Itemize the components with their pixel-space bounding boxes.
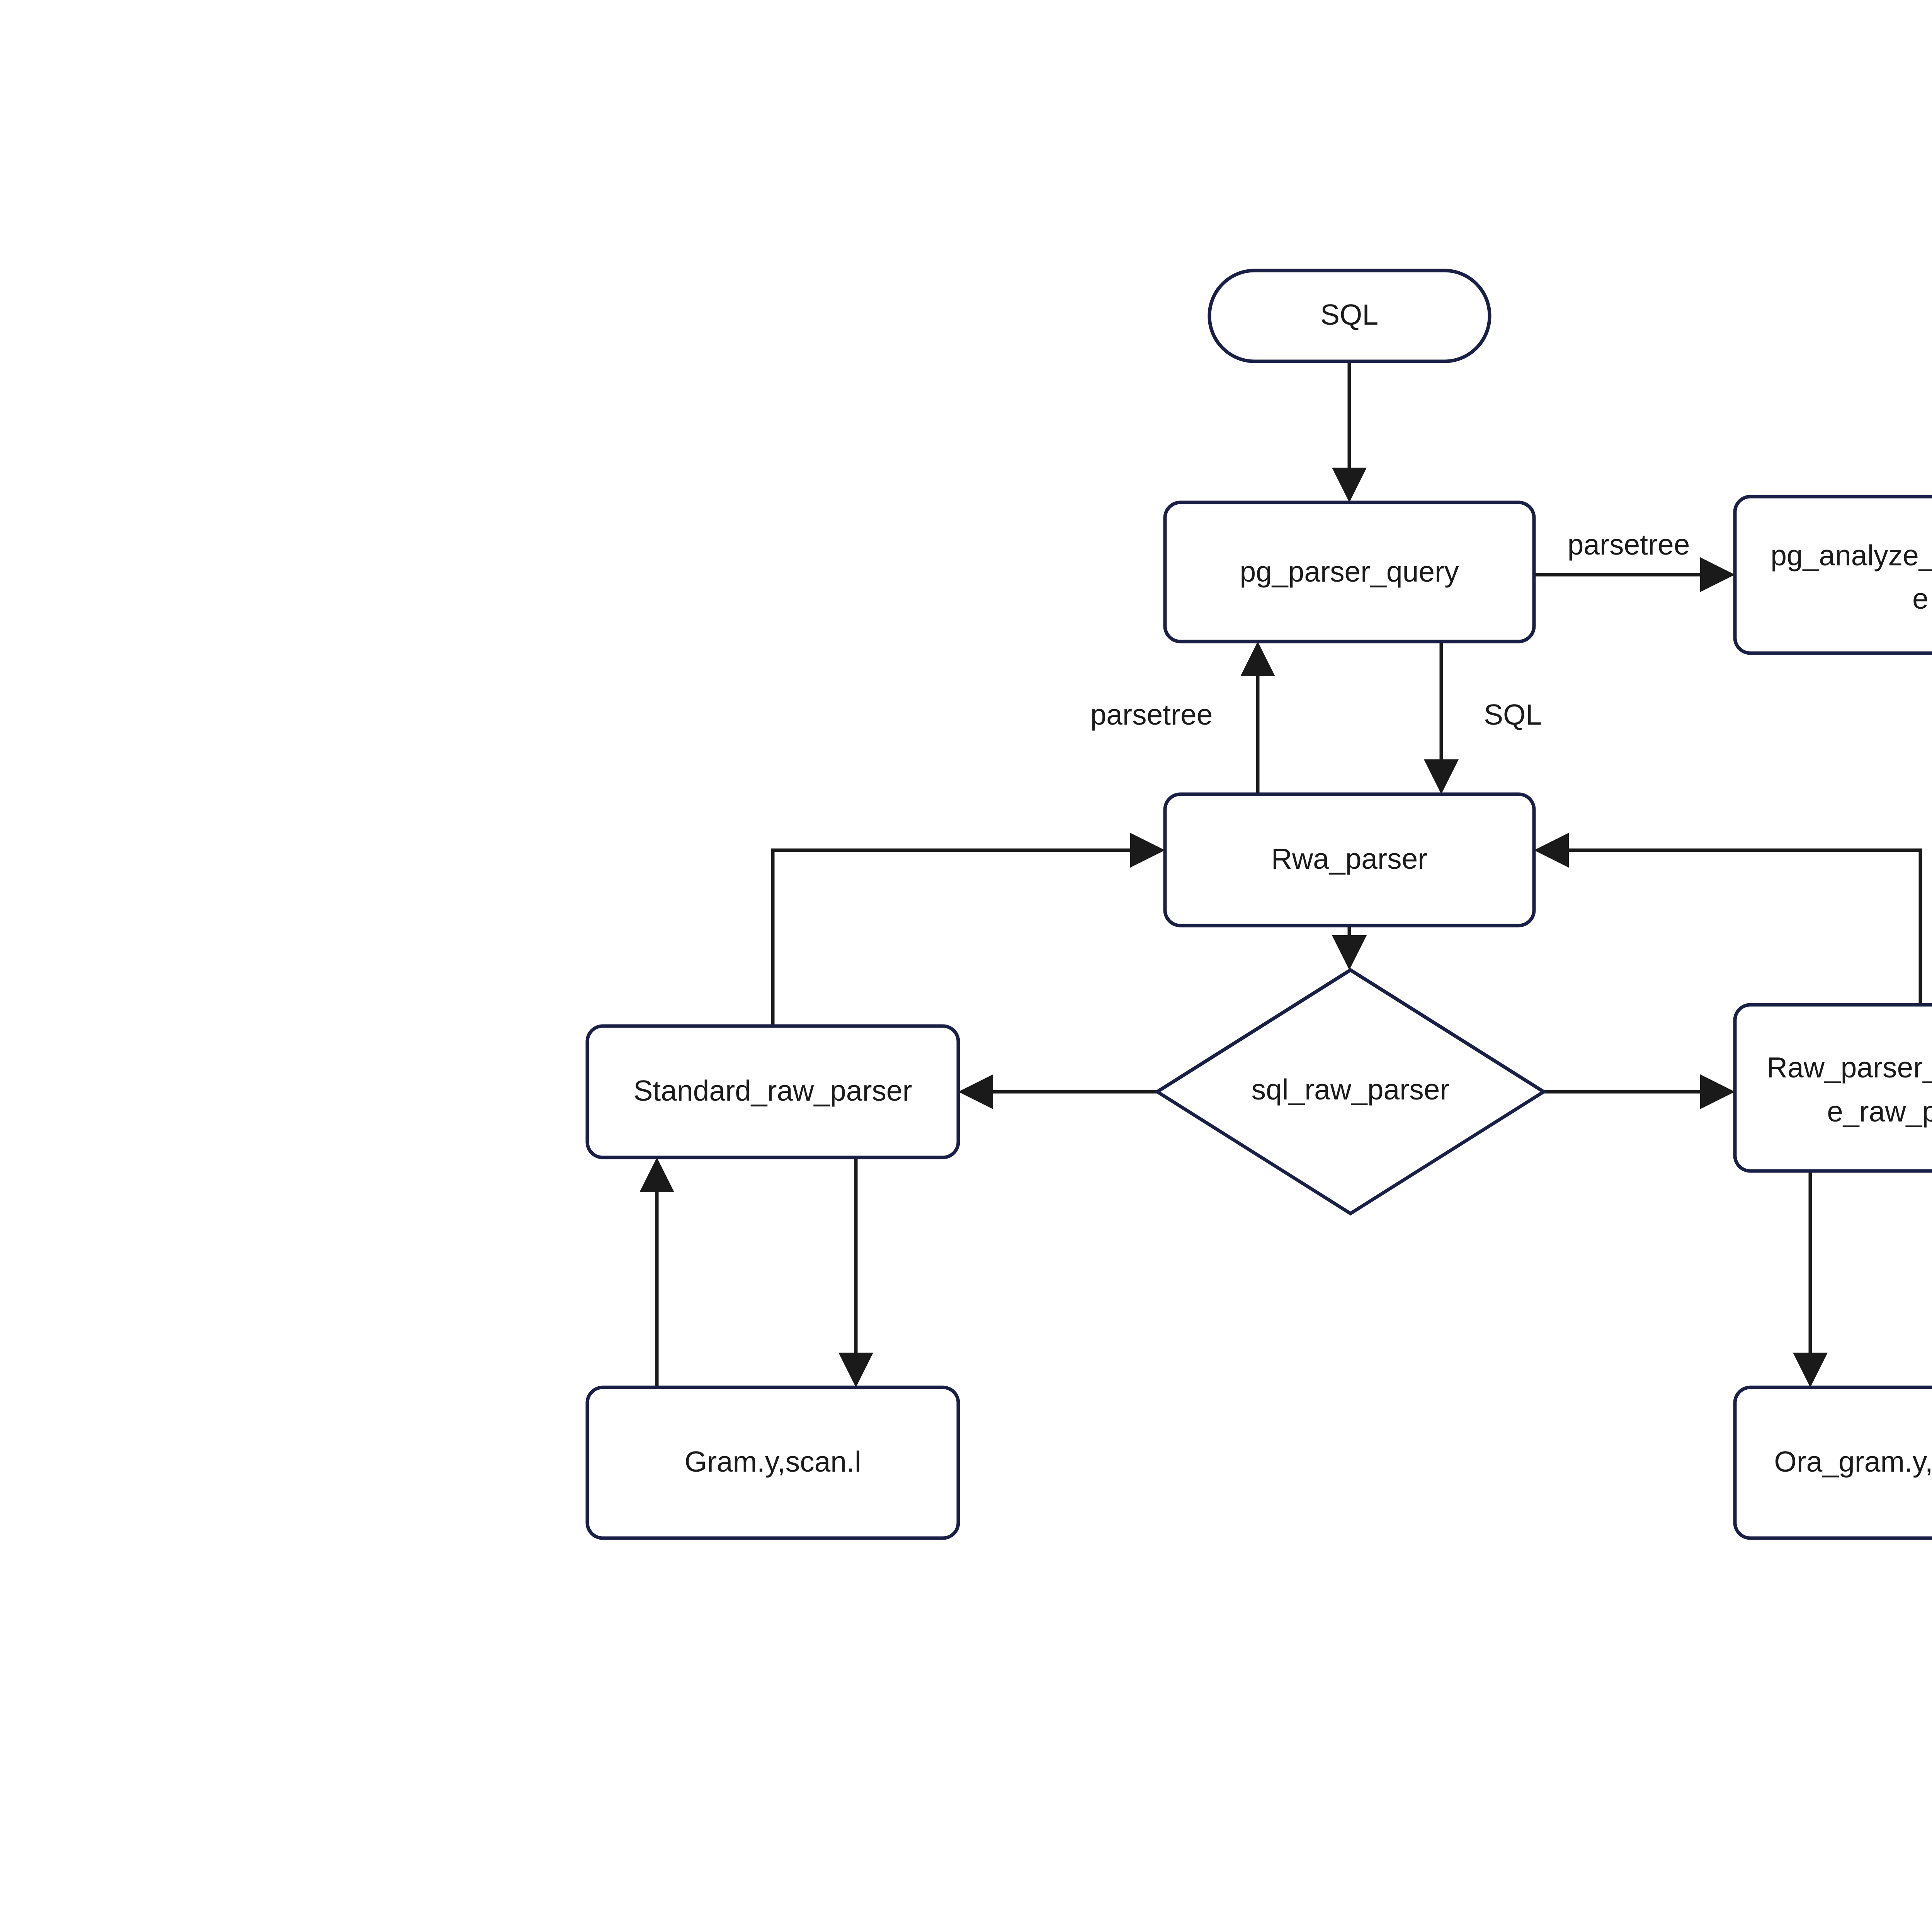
- edge-pg-parser-query-to-rwa-parser: [1424, 642, 1459, 794]
- edge-standard-raw-parser-to-rwa-parser: [771, 833, 1165, 1026]
- edge-rwa-parser-to-sql-raw-parser: [1332, 926, 1367, 970]
- edge-sql-raw-parser-to-standard-raw-parser: [958, 1074, 1157, 1109]
- edge-rwa-parser-to-pg-parser-query: [1240, 642, 1275, 794]
- node-raw-parser-hook[interactable]: Raw_parser_hook(oracl e_raw_parser): [1733, 1003, 1932, 1173]
- node-pg-analyze-and-rewrite[interactable]: pg_analyze_and_rewrit e: [1733, 495, 1932, 655]
- node-pg-parser-query[interactable]: pg_parser_query: [1163, 500, 1536, 643]
- node-raw-parser-hook-label-line1: Raw_parser_hook(oracl: [1767, 1051, 1932, 1084]
- edge-standard-raw-parser-to-gram-scan: [838, 1157, 873, 1387]
- edge-pg-parser-query-to-pg-analyze: [1534, 557, 1735, 592]
- node-pg-analyze-and-rewrite-label-line2: e: [1912, 582, 1929, 615]
- edge-sql-to-pg-parser-query: [1332, 361, 1367, 502]
- node-sql-raw-parser[interactable]: sql_raw_parser: [1154, 968, 1547, 1216]
- node-pg-analyze-and-rewrite-label-line1: pg_analyze_and_rewrit: [1770, 539, 1932, 572]
- node-gram-scan-label: Gram.y,scan.l: [684, 1445, 861, 1478]
- edge-label-parsetree-up: parsetree: [1090, 698, 1213, 731]
- edge-sql-raw-parser-to-raw-parser-hook: [1544, 1074, 1735, 1109]
- node-pg-parser-query-label: pg_parser_query: [1240, 555, 1459, 588]
- node-gram-scan[interactable]: Gram.y,scan.l: [585, 1385, 960, 1540]
- node-raw-parser-hook-label-line2: e_raw_parser): [1827, 1095, 1932, 1128]
- node-rwa-parser[interactable]: Rwa_parser: [1163, 792, 1536, 928]
- edge-raw-parser-hook-to-rwa-parser: [1534, 833, 1922, 1005]
- edge-raw-parser-hook-to-ora-gram-scan: [1793, 1171, 1828, 1387]
- node-sql-raw-parser-label: sql_raw_parser: [1252, 1073, 1450, 1106]
- node-rwa-parser-label: Rwa_parser: [1271, 842, 1427, 875]
- edge-label-sql-down: SQL: [1484, 698, 1542, 731]
- node-standard-raw-parser-label: Standard_raw_parser: [633, 1074, 912, 1107]
- node-ora-gram-scan-label: Ora_gram.y,ora_scan.l: [1774, 1445, 1932, 1478]
- node-ora-gram-scan[interactable]: Ora_gram.y,ora_scan.l: [1733, 1385, 1932, 1540]
- edge-gram-scan-to-standard-raw-parser: [639, 1157, 674, 1387]
- node-standard-raw-parser[interactable]: Standard_raw_parser: [585, 1024, 960, 1159]
- node-sql-label: SQL: [1320, 298, 1378, 331]
- edge-label-parsetree-to-analyze: parsetree: [1568, 528, 1690, 561]
- node-sql[interactable]: SQL: [1208, 269, 1492, 363]
